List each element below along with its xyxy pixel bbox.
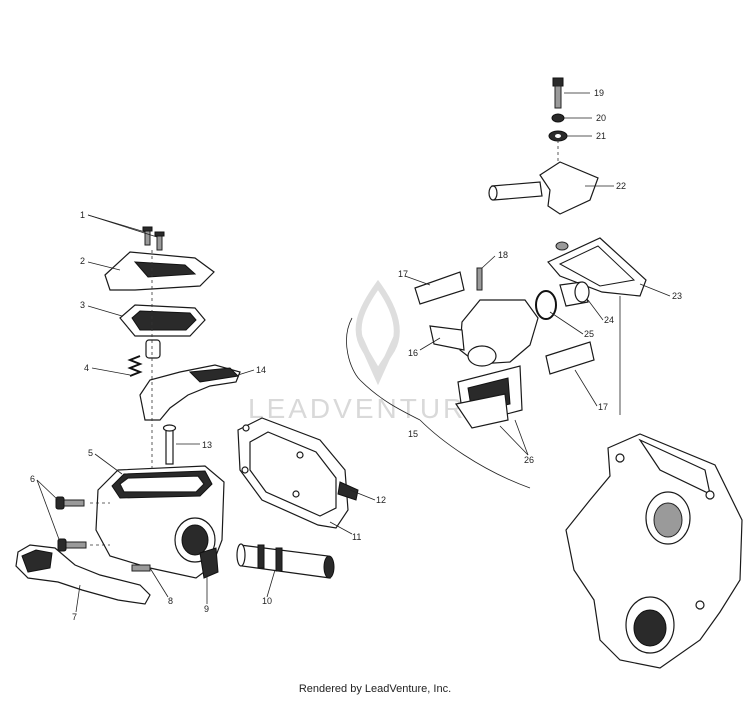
- callout-20: 20: [596, 113, 606, 123]
- housing-lid: [237, 417, 359, 529]
- callout-7: 7: [72, 612, 77, 622]
- caliper-bracket: [539, 161, 599, 215]
- callout-19: 19: [594, 88, 604, 98]
- callout-15: 15: [408, 429, 418, 439]
- callout-12: 12: [376, 495, 386, 505]
- callout-17b: 17: [598, 402, 608, 412]
- callouts: 1 2 3 4 5 6 7 8 9 10 11 12 13 14 15 16 1…: [30, 88, 682, 622]
- callout-25: 25: [584, 329, 594, 339]
- callout-14: 14: [256, 365, 266, 375]
- render-credit: Rendered by LeadVenture, Inc.: [298, 683, 452, 695]
- callout-5: 5: [88, 448, 93, 458]
- callout-10: 10: [262, 596, 272, 606]
- right-assembly: [346, 77, 647, 489]
- callout-13: 13: [202, 440, 212, 450]
- mount-screws: [55, 496, 87, 552]
- callout-11: 11: [352, 532, 361, 542]
- callout-24: 24: [604, 315, 614, 325]
- screw-pair: [142, 226, 165, 251]
- callout-17a: 17: [398, 269, 408, 279]
- callout-18: 18: [498, 250, 508, 260]
- callout-4: 4: [84, 363, 89, 373]
- watermark-flame-logo: [355, 279, 400, 386]
- callout-23: 23: [672, 291, 682, 301]
- callout-8: 8: [168, 596, 173, 606]
- callout-9: 9: [204, 604, 209, 614]
- left-assembly: [15, 226, 241, 605]
- piston: [236, 543, 335, 579]
- callout-6: 6: [30, 474, 35, 484]
- spring: [127, 355, 143, 377]
- gear-case: [565, 433, 743, 669]
- callout-3: 3: [80, 300, 85, 310]
- callout-22: 22: [616, 181, 626, 191]
- watermark-text: LEADVENTURE: [248, 393, 488, 424]
- callout-16: 16: [408, 348, 418, 358]
- callout-1: 1: [80, 210, 85, 220]
- watermark: LEADVENTURE: [248, 279, 488, 424]
- callout-26: 26: [524, 455, 534, 465]
- leader-lines: [36, 92, 671, 613]
- callout-2: 2: [80, 256, 85, 266]
- callout-21: 21: [596, 131, 606, 141]
